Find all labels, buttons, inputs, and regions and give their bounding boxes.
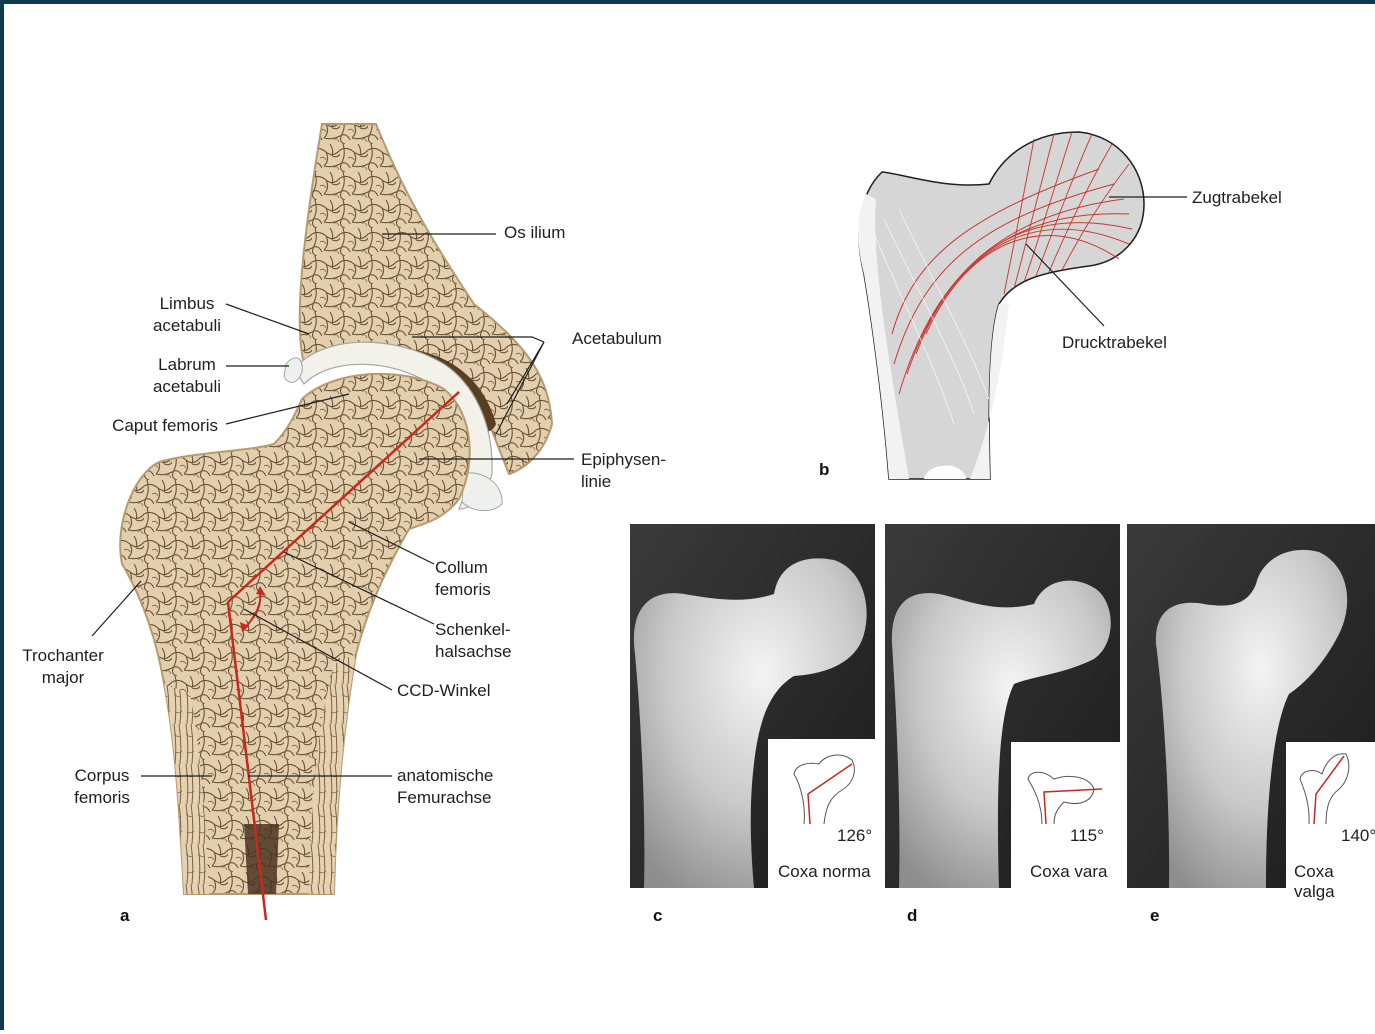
xray-e-angle: 140° (1341, 826, 1375, 846)
hip-section-illustration (92, 124, 574, 920)
panel-label-d: d (907, 906, 917, 926)
label-corpus-femoris: Corpus femoris (52, 765, 152, 809)
label-acetabulum: Acetabulum (572, 328, 662, 350)
label-schenkelhalsachse: Schenkel- halsachse (435, 619, 512, 663)
panel-label-c: c (653, 906, 662, 926)
label-zugtrabekel: Zugtrabekel (1192, 187, 1282, 209)
label-epiphysenlinie: Epiphysen- linie (581, 449, 666, 493)
label-labrum-acetabuli: Labrum acetabuli (132, 354, 242, 398)
xray-e (1127, 524, 1375, 888)
label-anatomische-femurachse: anatomische Femurachse (397, 765, 493, 809)
femur-shape (120, 374, 469, 894)
panel-label-b: b (819, 460, 829, 480)
xray-c-caption: Coxa norma (778, 862, 871, 882)
label-ccd-winkel: CCD-Winkel (397, 680, 491, 702)
xray-e-caption: Coxa valga (1294, 862, 1375, 902)
figure-artwork (4, 4, 1375, 1034)
label-drucktrabekel: Drucktrabekel (1062, 332, 1167, 354)
trabecular-schematic (858, 132, 1187, 479)
labrum-inferior (462, 473, 502, 511)
xray-d-angle: 115° (1070, 826, 1104, 846)
label-caput-femoris: Caput femoris (64, 415, 218, 437)
label-trochanter-major: Trochanter major (8, 645, 118, 689)
xray-d-caption: Coxa vara (1030, 862, 1107, 882)
label-os-ilium: Os ilium (504, 222, 565, 244)
labrum-shape (284, 358, 302, 383)
label-collum-femoris: Collum femoris (435, 557, 491, 601)
panel-label-a: a (120, 906, 129, 926)
label-limbus-acetabuli: Limbus acetabuli (132, 293, 242, 337)
panel-label-e: e (1150, 906, 1159, 926)
xray-c-angle: 126° (837, 826, 872, 846)
